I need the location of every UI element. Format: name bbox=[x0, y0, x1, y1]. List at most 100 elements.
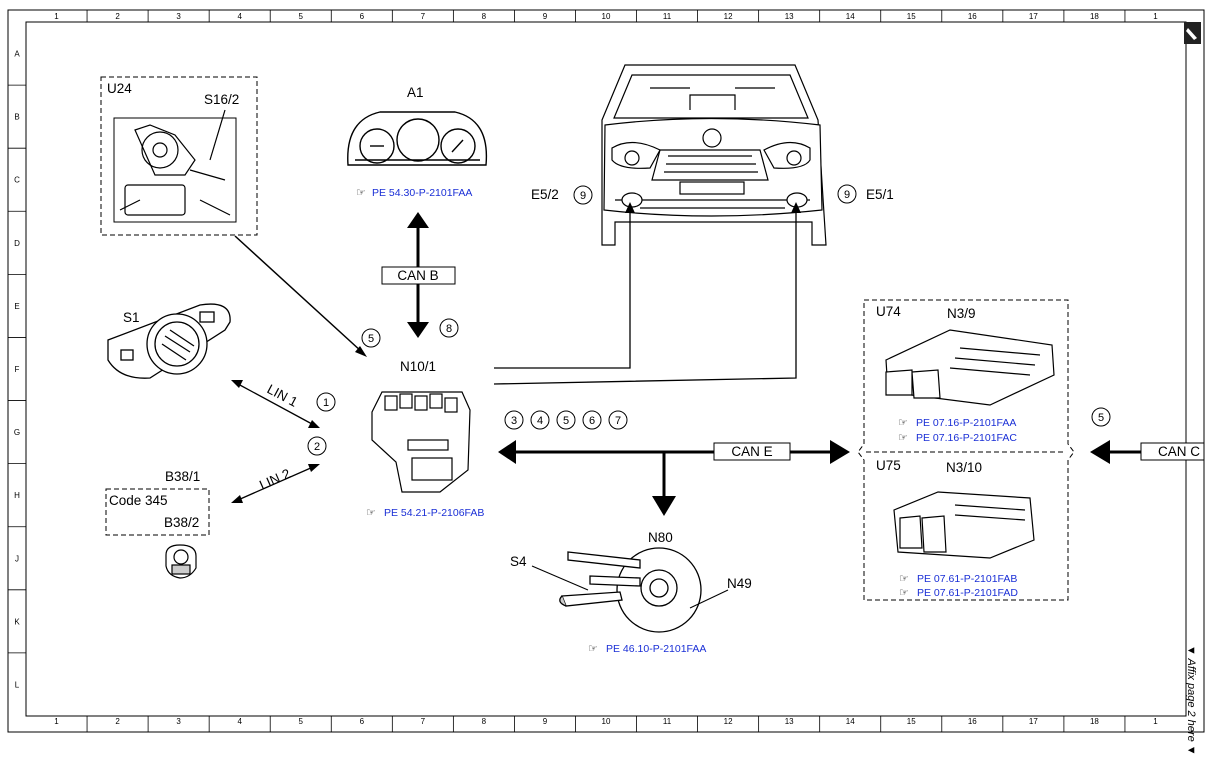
n3-10-ecu-illustration bbox=[893, 491, 1035, 559]
callout-6: 6 bbox=[589, 415, 595, 427]
can-c-arrow-left bbox=[1090, 440, 1110, 464]
n80-ref-link[interactable]: PE 46.10-P-2101FAA bbox=[606, 643, 706, 655]
grid-row-label: E bbox=[14, 302, 19, 311]
grid-column-label: 5 bbox=[299, 717, 304, 726]
n10-1-label: N10/1 bbox=[400, 359, 436, 374]
grid-column-label: 4 bbox=[237, 12, 242, 21]
callout-3: 3 bbox=[511, 415, 517, 427]
n3-9-ref-link-2[interactable]: PE 07.16-P-2101FAC bbox=[916, 432, 1017, 444]
n49-leader-line bbox=[689, 589, 729, 609]
can-e-arrow-right bbox=[830, 440, 850, 464]
vehicle-front-illustration bbox=[601, 64, 827, 246]
grid-column-label: 9 bbox=[543, 12, 548, 21]
n3-9-ref-link-1[interactable]: PE 07.16-P-2101FAA bbox=[916, 417, 1016, 429]
grid-column-label: 1 bbox=[54, 717, 59, 726]
can-c-label-box bbox=[1140, 442, 1205, 461]
grid-column-label: 4 bbox=[237, 717, 242, 726]
grid-column-label: 15 bbox=[907, 12, 916, 21]
ref-hand-icon: ☞ bbox=[588, 643, 598, 655]
engine-ecu-group-box bbox=[857, 299, 1075, 601]
pen-icon bbox=[1186, 28, 1197, 40]
s4-leader-line bbox=[531, 565, 589, 591]
grid-column-label: 14 bbox=[846, 12, 855, 21]
can-c-label: CAN C bbox=[1158, 444, 1200, 459]
callout-1: 1 bbox=[323, 397, 329, 409]
grid-row-label: J bbox=[15, 554, 19, 563]
b38-sensor-illustration bbox=[165, 544, 197, 579]
grid-column-label: 7 bbox=[421, 12, 426, 21]
ref-hand-icon: ☞ bbox=[899, 573, 909, 585]
n10-1-ref-link[interactable]: PE 54.21-P-2106FAB bbox=[384, 507, 484, 519]
inner-frame bbox=[25, 21, 1187, 717]
grid-column-label: 9 bbox=[543, 717, 548, 726]
grid-column-label: 1 bbox=[1153, 717, 1158, 726]
grid-column-label: 17 bbox=[1029, 717, 1038, 726]
grid-column-label: 15 bbox=[907, 717, 916, 726]
can-b-arrow-up bbox=[407, 212, 429, 228]
ignition-switch-illustration bbox=[119, 109, 231, 216]
lin2-arrow-left bbox=[231, 495, 243, 503]
outer-frame bbox=[7, 9, 1205, 733]
n3-10-ref-link-1[interactable]: PE 07.61-P-2101FAB bbox=[917, 573, 1017, 585]
grid-column-label: 2 bbox=[115, 717, 120, 726]
lin1-arrow-right bbox=[308, 420, 320, 428]
can-b-arrow-down bbox=[407, 322, 429, 338]
grid-column-label: 3 bbox=[176, 12, 181, 21]
can-b-label-box bbox=[381, 266, 456, 285]
code-345-box bbox=[105, 488, 210, 536]
affix-page-note: ▼ Affix page 2 here ▼ bbox=[1185, 645, 1197, 756]
grid-column-label: 13 bbox=[785, 12, 794, 21]
e5-2-arrow bbox=[625, 202, 635, 213]
lin2-arrow-right bbox=[308, 464, 320, 472]
callout-5: 5 bbox=[368, 333, 374, 345]
ref-hand-icon: ☞ bbox=[898, 417, 908, 429]
e5-2-wire bbox=[494, 207, 631, 369]
grid-row-label: D bbox=[14, 239, 20, 248]
grid-column-label: 12 bbox=[724, 717, 733, 726]
grid-column-label: 10 bbox=[602, 717, 611, 726]
callouts: 1 2 5 8 9 9 3 4 5 6 7 5 bbox=[307, 184, 1111, 456]
callout-2: 2 bbox=[314, 441, 320, 453]
callout-8: 8 bbox=[446, 323, 452, 335]
grid-column-label: 8 bbox=[482, 717, 487, 726]
grid-column-label: 1 bbox=[1153, 12, 1158, 21]
grid-column-label: 11 bbox=[663, 12, 672, 21]
callout-5b: 5 bbox=[563, 415, 569, 427]
n3-9-ecu-illustration bbox=[885, 329, 1055, 406]
n3-10-label: N3/10 bbox=[946, 460, 982, 475]
ref-hand-icon: ☞ bbox=[899, 587, 909, 599]
grid-column-label: 1 bbox=[54, 12, 59, 21]
s4-label: S4 bbox=[510, 554, 527, 569]
callout-7: 7 bbox=[615, 415, 621, 427]
callout-9-right: 9 bbox=[844, 189, 850, 201]
can-e-label: CAN E bbox=[731, 444, 772, 459]
grid-row-label: L bbox=[15, 680, 20, 689]
grid-column-label: 17 bbox=[1029, 12, 1038, 21]
grid-row-label: A bbox=[14, 50, 20, 59]
grid-column-label: 3 bbox=[176, 717, 181, 726]
a1-ref-link[interactable]: PE 54.30-P-2101FAA bbox=[372, 187, 472, 199]
ref-hand-icon: ☞ bbox=[356, 187, 366, 199]
ref-hand-icon: ☞ bbox=[366, 507, 376, 519]
n80-label: N80 bbox=[648, 530, 673, 545]
b38-1-label: B38/1 bbox=[165, 469, 200, 484]
callout-5c: 5 bbox=[1098, 412, 1104, 424]
sam-module-illustration bbox=[371, 391, 471, 493]
u24-label: U24 bbox=[107, 81, 132, 96]
grid-column-label: 12 bbox=[724, 12, 733, 21]
lin1-arrow-left bbox=[231, 380, 243, 388]
n49-label: N49 bbox=[727, 576, 752, 591]
lin1-line bbox=[237, 383, 313, 425]
grid-column-label: 18 bbox=[1090, 717, 1099, 726]
ref-hand-icon: ☞ bbox=[898, 432, 908, 444]
callout-4: 4 bbox=[537, 415, 543, 427]
callout-9-left: 9 bbox=[580, 190, 586, 202]
n3-9-label: N3/9 bbox=[947, 306, 976, 321]
n3-10-ref-link-2[interactable]: PE 07.61-P-2101FAD bbox=[917, 587, 1018, 599]
s1-label: S1 bbox=[123, 310, 140, 325]
grid-column-label: 8 bbox=[482, 12, 487, 21]
